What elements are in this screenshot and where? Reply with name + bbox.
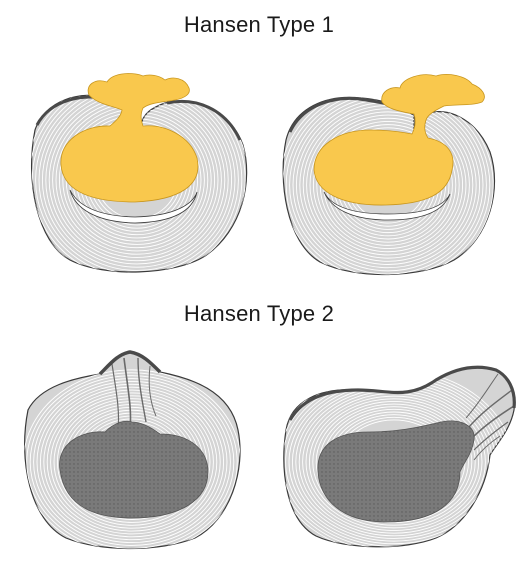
hansen-type-2-title: Hansen Type 2 xyxy=(0,301,518,327)
disc-type2-midline-protrusion xyxy=(20,350,245,550)
disc-type1-lateral-extrusion xyxy=(276,70,501,285)
hansen-type-1-title: Hansen Type 1 xyxy=(0,12,518,38)
extruded-nucleus xyxy=(61,74,198,202)
disc-type2-lateral-protrusion xyxy=(276,350,518,550)
disc-type1-midline-extrusion xyxy=(25,70,250,285)
